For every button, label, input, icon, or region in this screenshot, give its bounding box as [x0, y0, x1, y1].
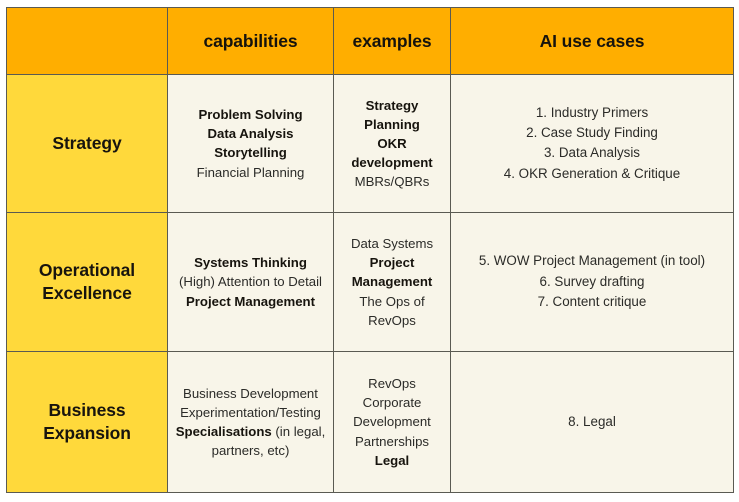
- cell-line: 5. WOW Project Management (in tool): [478, 253, 706, 269]
- capability-matrix-table: capabilities examples AI use cases Strat…: [6, 7, 734, 494]
- cell-line: Legal: [374, 452, 410, 468]
- header-capabilities: capabilities: [167, 7, 334, 75]
- cell-line: Data Analysis: [207, 126, 294, 142]
- cell-line: Data Systems: [350, 236, 434, 252]
- cell-line: 4. OKR Generation & Critique: [503, 165, 681, 181]
- row-label-operational-excellence: Operational Excellence: [6, 211, 168, 352]
- cell-line: Project Management: [186, 293, 315, 309]
- cell-line: Systems Thinking: [194, 255, 307, 271]
- header-corner-cell: [6, 7, 168, 75]
- cell-line: (High) Attention to Detail: [179, 274, 322, 290]
- cell-operational-excellence-capabilities: Systems Thinking (High) Attention to Det…: [167, 211, 334, 352]
- header-ai-use-cases: AI use cases: [450, 7, 734, 75]
- table-header: capabilities examples AI use cases: [6, 7, 734, 75]
- cell-line: Corporate: [362, 395, 422, 411]
- cell-line: Partnerships: [354, 433, 430, 449]
- cell-line: partners, etc): [211, 443, 290, 459]
- cell-line: Business Development: [183, 385, 318, 401]
- cell-line: 1. Industry Primers: [535, 104, 649, 120]
- cell-line: Experimentation/Testing: [180, 404, 321, 420]
- cell-line: 2. Case Study Finding: [526, 125, 658, 141]
- row-label-line: Excellence: [42, 282, 132, 303]
- table-row: Operational Excellence Systems Thinking …: [6, 211, 734, 352]
- row-label-business-expansion: Business Expansion: [6, 350, 168, 494]
- cell-line: The Ops of RevOps: [359, 293, 425, 328]
- table-row: Strategy Problem Solving Data Analysis S…: [6, 74, 734, 213]
- cell-strategy-ai-use-cases: 1. Industry Primers 2. Case Study Findin…: [450, 74, 734, 213]
- cell-line: Problem Solving: [198, 107, 303, 123]
- cell-strategy-capabilities: Problem Solving Data Analysis Storytelli…: [167, 74, 334, 213]
- cell-line-suffix: (in legal,: [271, 423, 326, 439]
- header-examples: examples: [333, 7, 451, 75]
- cell-line: Storytelling: [214, 145, 287, 161]
- row-label-line: Operational: [38, 259, 136, 280]
- cell-operational-excellence-ai-use-cases: 5. WOW Project Management (in tool) 6. S…: [450, 211, 734, 352]
- cell-line: 6. Survey drafting: [539, 273, 645, 289]
- cell-strategy-examples: Strategy Planning OKR development MBRs/Q…: [333, 74, 451, 213]
- cell-business-expansion-examples: RevOps Corporate Development Partnership…: [333, 350, 451, 494]
- cell-line: Project: [369, 255, 415, 271]
- row-label-strategy: Strategy: [6, 74, 168, 213]
- cell-line: 8. Legal: [568, 413, 616, 429]
- row-label-line: Business: [48, 399, 126, 420]
- cell-line-strong: Specialisations: [175, 423, 272, 439]
- cell-line: Management: [351, 274, 433, 290]
- cell-business-expansion-ai-use-cases: 8. Legal: [450, 350, 734, 494]
- cell-business-expansion-capabilities: Business Development Experimentation/Tes…: [167, 350, 334, 494]
- table-row: Business Expansion Business Development …: [6, 350, 734, 494]
- cell-line-mixed: Specialisations (in legal,: [174, 422, 327, 441]
- cell-line: Development: [353, 414, 431, 430]
- cell-line: RevOps: [368, 376, 416, 392]
- cell-line: 7. Content critique: [537, 294, 647, 310]
- cell-line: Strategy Planning: [364, 97, 420, 132]
- cell-line: OKR development: [351, 135, 433, 171]
- header-row: capabilities examples AI use cases: [6, 7, 734, 75]
- row-label-line: Expansion: [43, 422, 131, 443]
- table-body: Strategy Problem Solving Data Analysis S…: [6, 74, 734, 494]
- row-label-line: Strategy: [52, 132, 122, 153]
- cell-line: Financial Planning: [196, 164, 305, 180]
- cell-line: MBRs/QBRs: [354, 174, 430, 190]
- cell-operational-excellence-examples: Data Systems Project Management The Ops …: [333, 211, 451, 352]
- cell-line: 3. Data Analysis: [543, 145, 641, 161]
